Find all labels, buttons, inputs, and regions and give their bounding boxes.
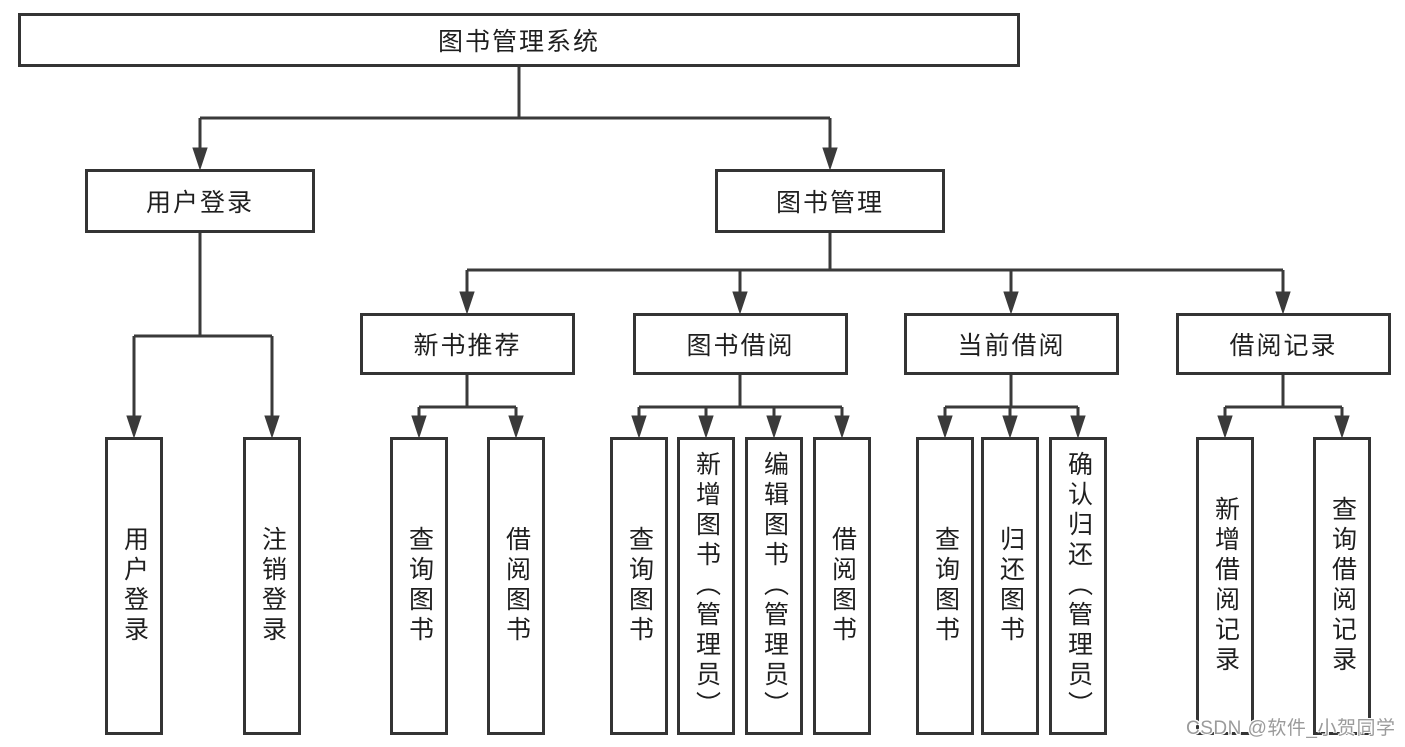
node-user-login: 用户登录 — [85, 169, 315, 233]
node-book-management: 图书管理 — [715, 169, 945, 233]
connector-current-borrowing-to-leaves — [937, 375, 1086, 439]
node-leaf-borrow-books-recommend: 借阅图书 — [487, 437, 545, 735]
csdn-watermark: CSDN @软件_小贺同学 — [1186, 718, 1396, 739]
node-leaf-query-books-current: 查询图书 — [916, 437, 974, 735]
node-current-borrowing: 当前借阅 — [904, 313, 1119, 375]
node-new-book-recommendation: 新书推荐 — [360, 313, 575, 375]
connector-root-to-level2 — [192, 67, 838, 171]
node-leaf-add-books-admin: 新增图书（管理员） — [677, 437, 735, 735]
node-leaf-logout: 注销登录 — [243, 437, 301, 735]
connector-borrowing-records-to-leaves — [1217, 375, 1350, 439]
node-label: 查询借阅记录 — [1328, 496, 1357, 676]
node-leaf-query-books-borrow: 查询图书 — [610, 437, 668, 735]
node-label: 新增借阅记录 — [1211, 496, 1240, 676]
node-leaf-return-books: 归还图书 — [981, 437, 1039, 735]
node-leaf-query-books-recommend: 查询图书 — [390, 437, 448, 735]
node-leaf-user-login: 用户登录 — [105, 437, 163, 735]
node-label: 查询图书 — [625, 526, 654, 646]
node-label: 图书管理 — [775, 189, 884, 217]
node-label: 用户登录 — [145, 189, 254, 217]
connector-user-login-to-leaves — [126, 233, 280, 439]
node-label: 新增图书（管理员） — [692, 451, 721, 721]
node-label: 确认归还（管理员） — [1064, 451, 1093, 721]
node-label: 新书推荐 — [413, 332, 522, 360]
connector-new-book-recommendation-to-leaves — [411, 375, 524, 439]
node-leaf-add-borrow-record: 新增借阅记录 — [1196, 437, 1254, 735]
node-label: 当前借阅 — [957, 332, 1066, 360]
node-leaf-edit-books-admin: 编辑图书（管理员） — [745, 437, 803, 735]
node-label: 归还图书 — [996, 526, 1025, 646]
node-label: 图书借阅 — [686, 332, 795, 360]
node-leaf-confirm-return-admin: 确认归还（管理员） — [1049, 437, 1107, 735]
node-label: 借阅图书 — [502, 526, 531, 646]
node-label: 注销登录 — [258, 526, 287, 646]
node-leaf-borrow-books: 借阅图书 — [813, 437, 871, 735]
node-label: 查询图书 — [931, 526, 960, 646]
node-label: 编辑图书（管理员） — [760, 451, 789, 721]
node-leaf-query-borrow-record: 查询借阅记录 — [1313, 437, 1371, 735]
connector-book-borrowing-to-leaves — [631, 375, 850, 439]
node-library-management-system: 图书管理系统 — [18, 13, 1020, 67]
node-label: 查询图书 — [405, 526, 434, 646]
node-label: 用户登录 — [120, 526, 149, 646]
node-book-borrowing: 图书借阅 — [633, 313, 848, 375]
connector-book-management-to-level3 — [459, 233, 1291, 315]
node-label: 图书管理系统 — [437, 28, 600, 56]
node-label: 借阅图书 — [828, 526, 857, 646]
node-label: 借阅记录 — [1229, 332, 1338, 360]
node-borrowing-records: 借阅记录 — [1176, 313, 1391, 375]
